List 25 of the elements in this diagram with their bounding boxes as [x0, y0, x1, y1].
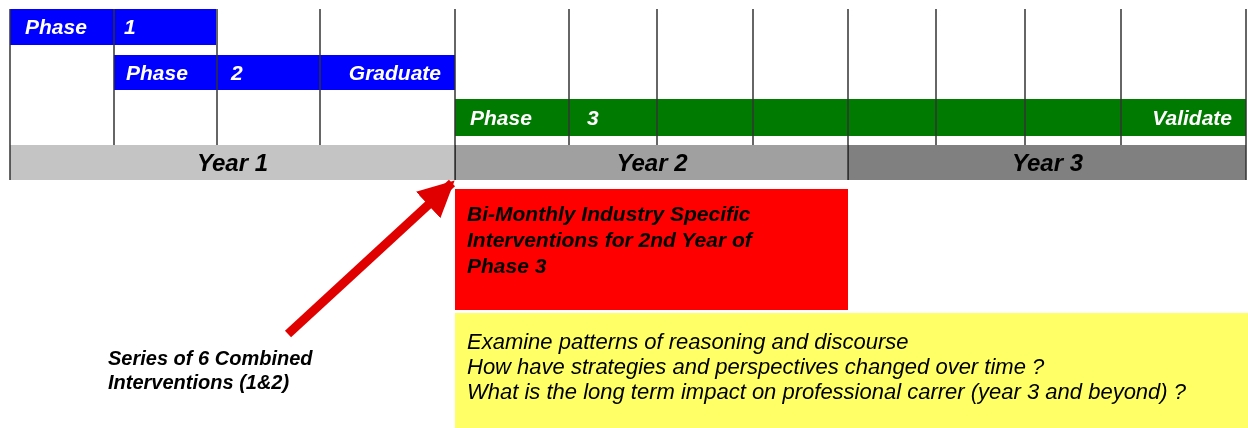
year-label: Year 2: [616, 147, 688, 178]
bar-label: Phase: [126, 59, 188, 86]
year-label: Year 3: [1011, 147, 1084, 178]
year-label: Year 1: [196, 147, 269, 178]
note-text: Bi-Monthly Industry Specific Interventions for 2nd Year of Phase 3: [467, 201, 755, 279]
bar-label: Phase: [470, 104, 532, 131]
year-band: [10, 145, 455, 180]
phase-bar: [10, 9, 216, 45]
bar-label: Graduate: [348, 59, 441, 86]
arrow: [284, 179, 456, 338]
note-box: [455, 313, 1248, 428]
year-band: [848, 145, 1246, 180]
bar-label: Validate: [1152, 104, 1232, 131]
bar-label: 3: [587, 104, 599, 131]
bar-label: Phase: [25, 14, 87, 41]
bar-label: 2: [231, 59, 243, 86]
note-text: Examine patterns of reasoning and discourse: [467, 329, 910, 354]
note-text: How have strategies and perspectives changed over time ?: [467, 354, 1046, 379]
info-box: [455, 189, 848, 310]
phase-bar: [455, 99, 1246, 136]
caption-text: Series of 6 Combined Interventions (1&2): [108, 346, 314, 394]
year-band: [455, 145, 848, 180]
phase-bar: [114, 55, 455, 90]
bar-label: 1: [124, 14, 136, 41]
note-text: What is the long term impact on professional carrer (year 3 and beyond) ?: [467, 379, 1188, 404]
